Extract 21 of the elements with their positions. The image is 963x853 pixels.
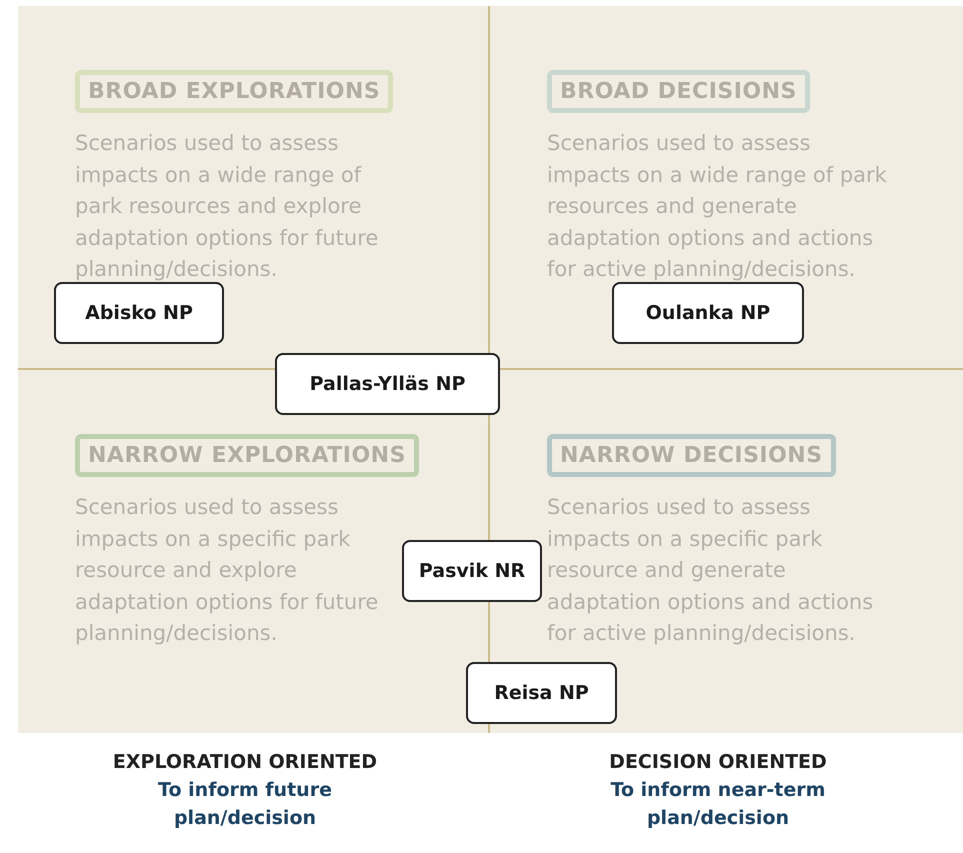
axis-label: DECISION ORIENTED xyxy=(608,750,828,775)
quadrant-panel xyxy=(18,6,490,370)
park-label: Reisa NP xyxy=(466,662,617,724)
park-label: Oulanka NP xyxy=(612,282,804,344)
park-label: Abisko NP xyxy=(54,282,224,344)
park-label: Pallas-Ylläs NP xyxy=(275,353,500,415)
quadrant-description: Scenarios used to assess impacts on a specific park resource and generate adaptation options and actions for active planning/decisions. xyxy=(547,494,874,647)
quadrant-heading: NARROW EXPLORATIONS xyxy=(75,434,419,477)
quadrant-description: Scenarios used to assess impacts on a specific park resource and explore adaptation options for future planning/decisions. xyxy=(75,494,380,647)
quadrant-description: Scenarios used to assess impacts on a wide range of park resources and generate adaptation options and actions for active planning/decisions. xyxy=(547,130,888,283)
axis-sublabel: To inform future plan/decision xyxy=(157,778,333,831)
park-label: Pasvik NR xyxy=(402,540,542,602)
quadrant-heading: BROAD DECISIONS xyxy=(547,70,810,113)
quadrant-panel xyxy=(490,6,963,370)
quadrant-heading: BROAD EXPLORATIONS xyxy=(75,70,394,113)
quadrant-heading: NARROW DECISIONS xyxy=(547,434,836,477)
quadrant-panel xyxy=(18,370,490,733)
quadrant-panel xyxy=(490,370,963,733)
axis-label: EXPLORATION ORIENTED xyxy=(112,750,378,775)
axis-sublabel: To inform near-term plan/decision xyxy=(610,778,826,831)
quadrant-description: Scenarios used to assess impacts on a wide range of park resources and explore adaptation options for future planning/decisions. xyxy=(75,130,380,283)
